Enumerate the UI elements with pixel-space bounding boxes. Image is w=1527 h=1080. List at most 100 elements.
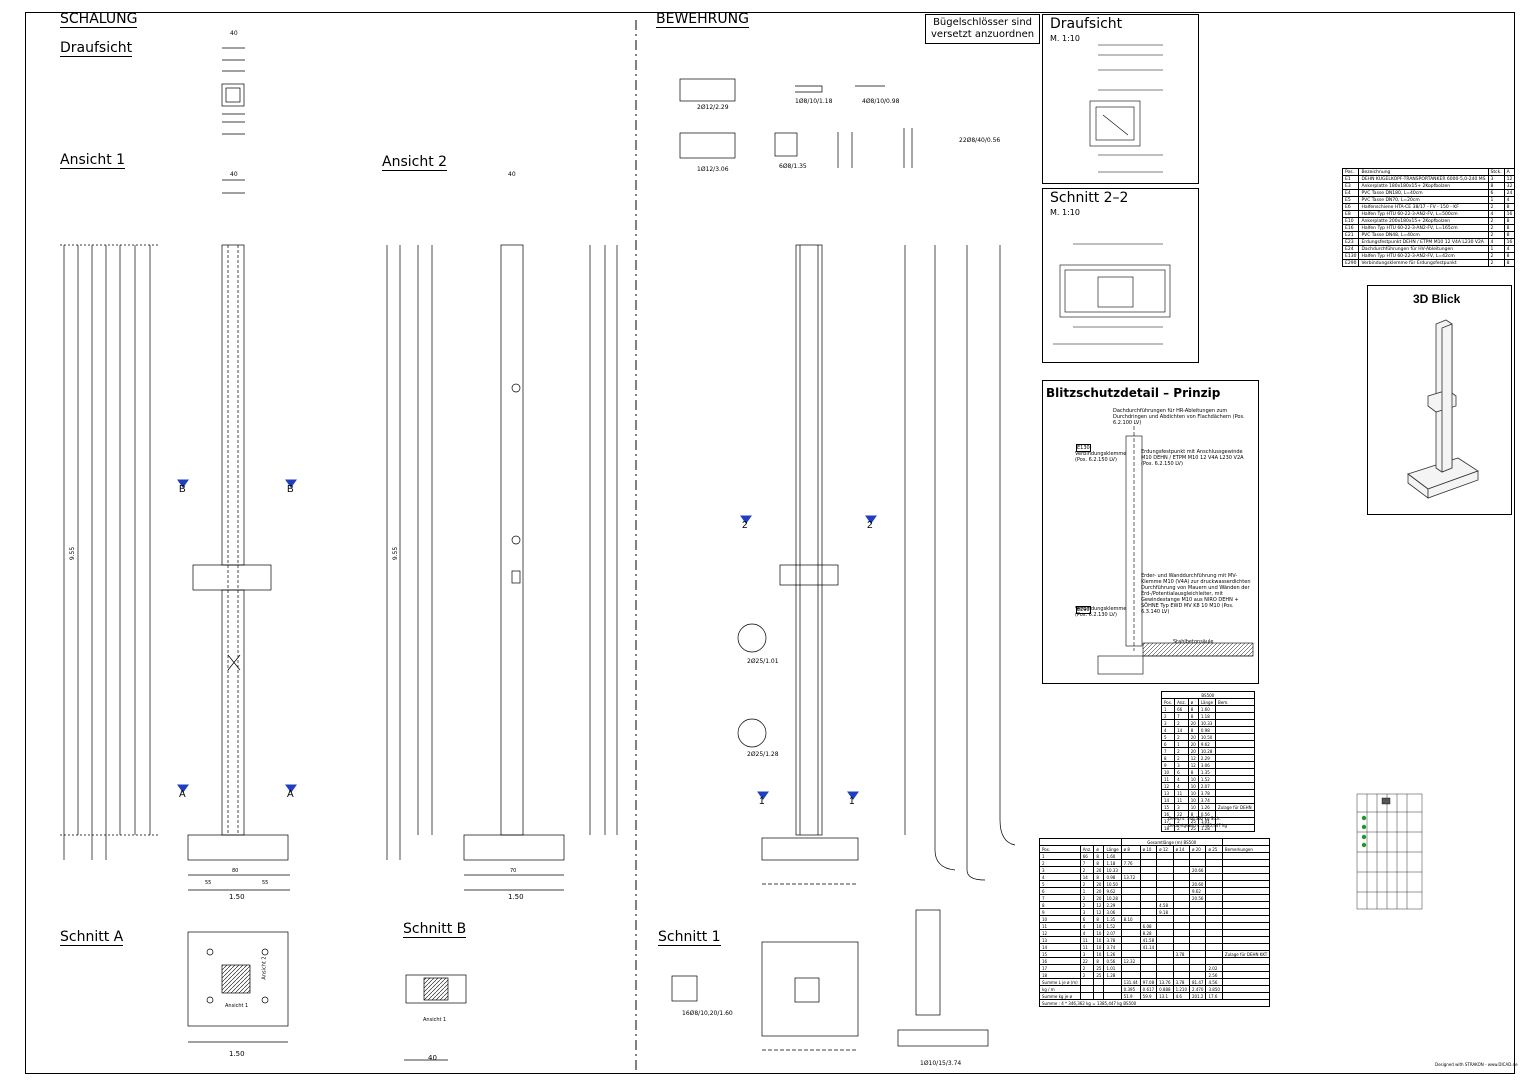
table-cell [1103,992,1122,1000]
table-cell: 1.60 [1103,852,1122,860]
table-cell: 2 [1174,747,1189,755]
table-cell: E3 [1341,182,1360,190]
table-cell: 8 [1503,224,1516,232]
table-cell: 4 [1079,929,1095,937]
table-cell: 8 [1187,726,1199,734]
table-cell: 11 [1079,936,1095,944]
table-cell [1139,859,1158,867]
table-cell [1172,901,1191,909]
table-cell: 8 [1503,203,1516,211]
table-cell: 8 [1160,754,1176,762]
table-cell: 4.6 [1172,992,1191,1000]
bending-footer: Summe : 4 * 346,362 kg = 1385,447 kg BS5… [1038,999,1271,1007]
table-cell: E4 [1341,189,1360,197]
table-cell [1156,880,1174,888]
table-cell [1221,873,1271,881]
heading-bewehrung: BEWEHRUNG [656,11,749,28]
table-cell: 10.28 [1197,747,1217,755]
section-mark-2-left [740,515,752,524]
table-cell: 1 [1039,852,1081,860]
table-cell: 1.18 [1197,712,1217,720]
table-cell [1221,992,1271,1000]
table-cell [1172,859,1191,867]
table-cell [1215,740,1255,748]
table-cell: 17 [1039,964,1081,972]
pos8-label: 2Ø12/2.29 [697,104,729,111]
table-cell: 9.62 [1197,740,1217,748]
table-cell: 16 [1503,238,1516,246]
table-cell: 20 [1093,866,1105,874]
table-cell [1189,936,1207,944]
table-cell [1139,880,1158,888]
table-cell: 10.28 [1103,894,1122,902]
table-cell: 25 [1093,964,1105,972]
table-cell [1205,915,1223,923]
table-cell: 14 [1079,873,1095,881]
pos4-label: 4Ø8/10/0.98 [862,98,900,105]
table-cell: 0.98 [1103,873,1122,881]
pos18-label: 2Ø25/1.28 [747,751,779,758]
table-cell: 8 [1487,182,1505,190]
table-cell: E130 [1341,252,1360,260]
table-cell: 11 [1160,775,1176,783]
table-cell [1120,922,1141,930]
table-cell: 8 [1187,768,1199,776]
bending-table-header: ø [1093,845,1105,853]
table-cell: 1.60 [1197,705,1217,713]
table-cell [1079,985,1095,993]
section-letter-a-right: A [287,789,294,800]
table-cell [1172,957,1191,965]
table-cell: 81.47 [1189,978,1207,986]
heading-ansicht2: Ansicht 2 [382,154,448,171]
table-cell: 2.56 [1205,971,1223,979]
table-cell: 8 [1039,901,1081,909]
dim-height-955-a2: 9.55 [392,546,400,561]
table-cell [1205,880,1223,888]
table-cell [1139,887,1158,895]
section-number-2-left: 2 [742,520,748,531]
table-cell [1215,726,1255,734]
table-cell [1156,971,1174,979]
section-mark-2-right [865,515,877,524]
pos1-label: 16Ø8/10,20/1.60 [682,1010,733,1017]
table-cell: E21 [1341,231,1360,239]
table-cell [1215,782,1255,790]
table-cell: 2.02 [1205,964,1223,972]
table-cell: 12 [1039,929,1081,937]
table-cell: 1.26 [1103,950,1122,958]
table-cell [1189,859,1207,867]
table-cell: 3.74 [1103,943,1122,951]
table-cell: 3.74 [1197,796,1217,804]
table-cell: 12 [1187,754,1199,762]
pos16-label: 22Ø8/40/0.56 [959,137,1001,144]
table-cell: 1 [1487,245,1505,253]
table-cell: PVC Tasse DN180, L=40cm [1358,189,1489,197]
table-cell: 1 [1487,196,1505,204]
draufsicht-right-title: Draufsicht [1050,16,1123,32]
schnitt22-scale: M. 1:10 [1050,208,1080,217]
table-cell: 66 [1079,852,1095,860]
dim-55-left: 55 [205,880,212,886]
table-cell: 20 [1187,733,1199,741]
table-cell: 3.850 [1205,985,1223,993]
table-cell [1139,866,1158,874]
table-cell: 4 [1503,196,1516,204]
table-cell: 2 [1174,754,1189,762]
section-mark-a-right [285,784,297,793]
table-cell: 6.08 [1139,922,1158,930]
table-cell: 3.78 [1197,789,1217,797]
